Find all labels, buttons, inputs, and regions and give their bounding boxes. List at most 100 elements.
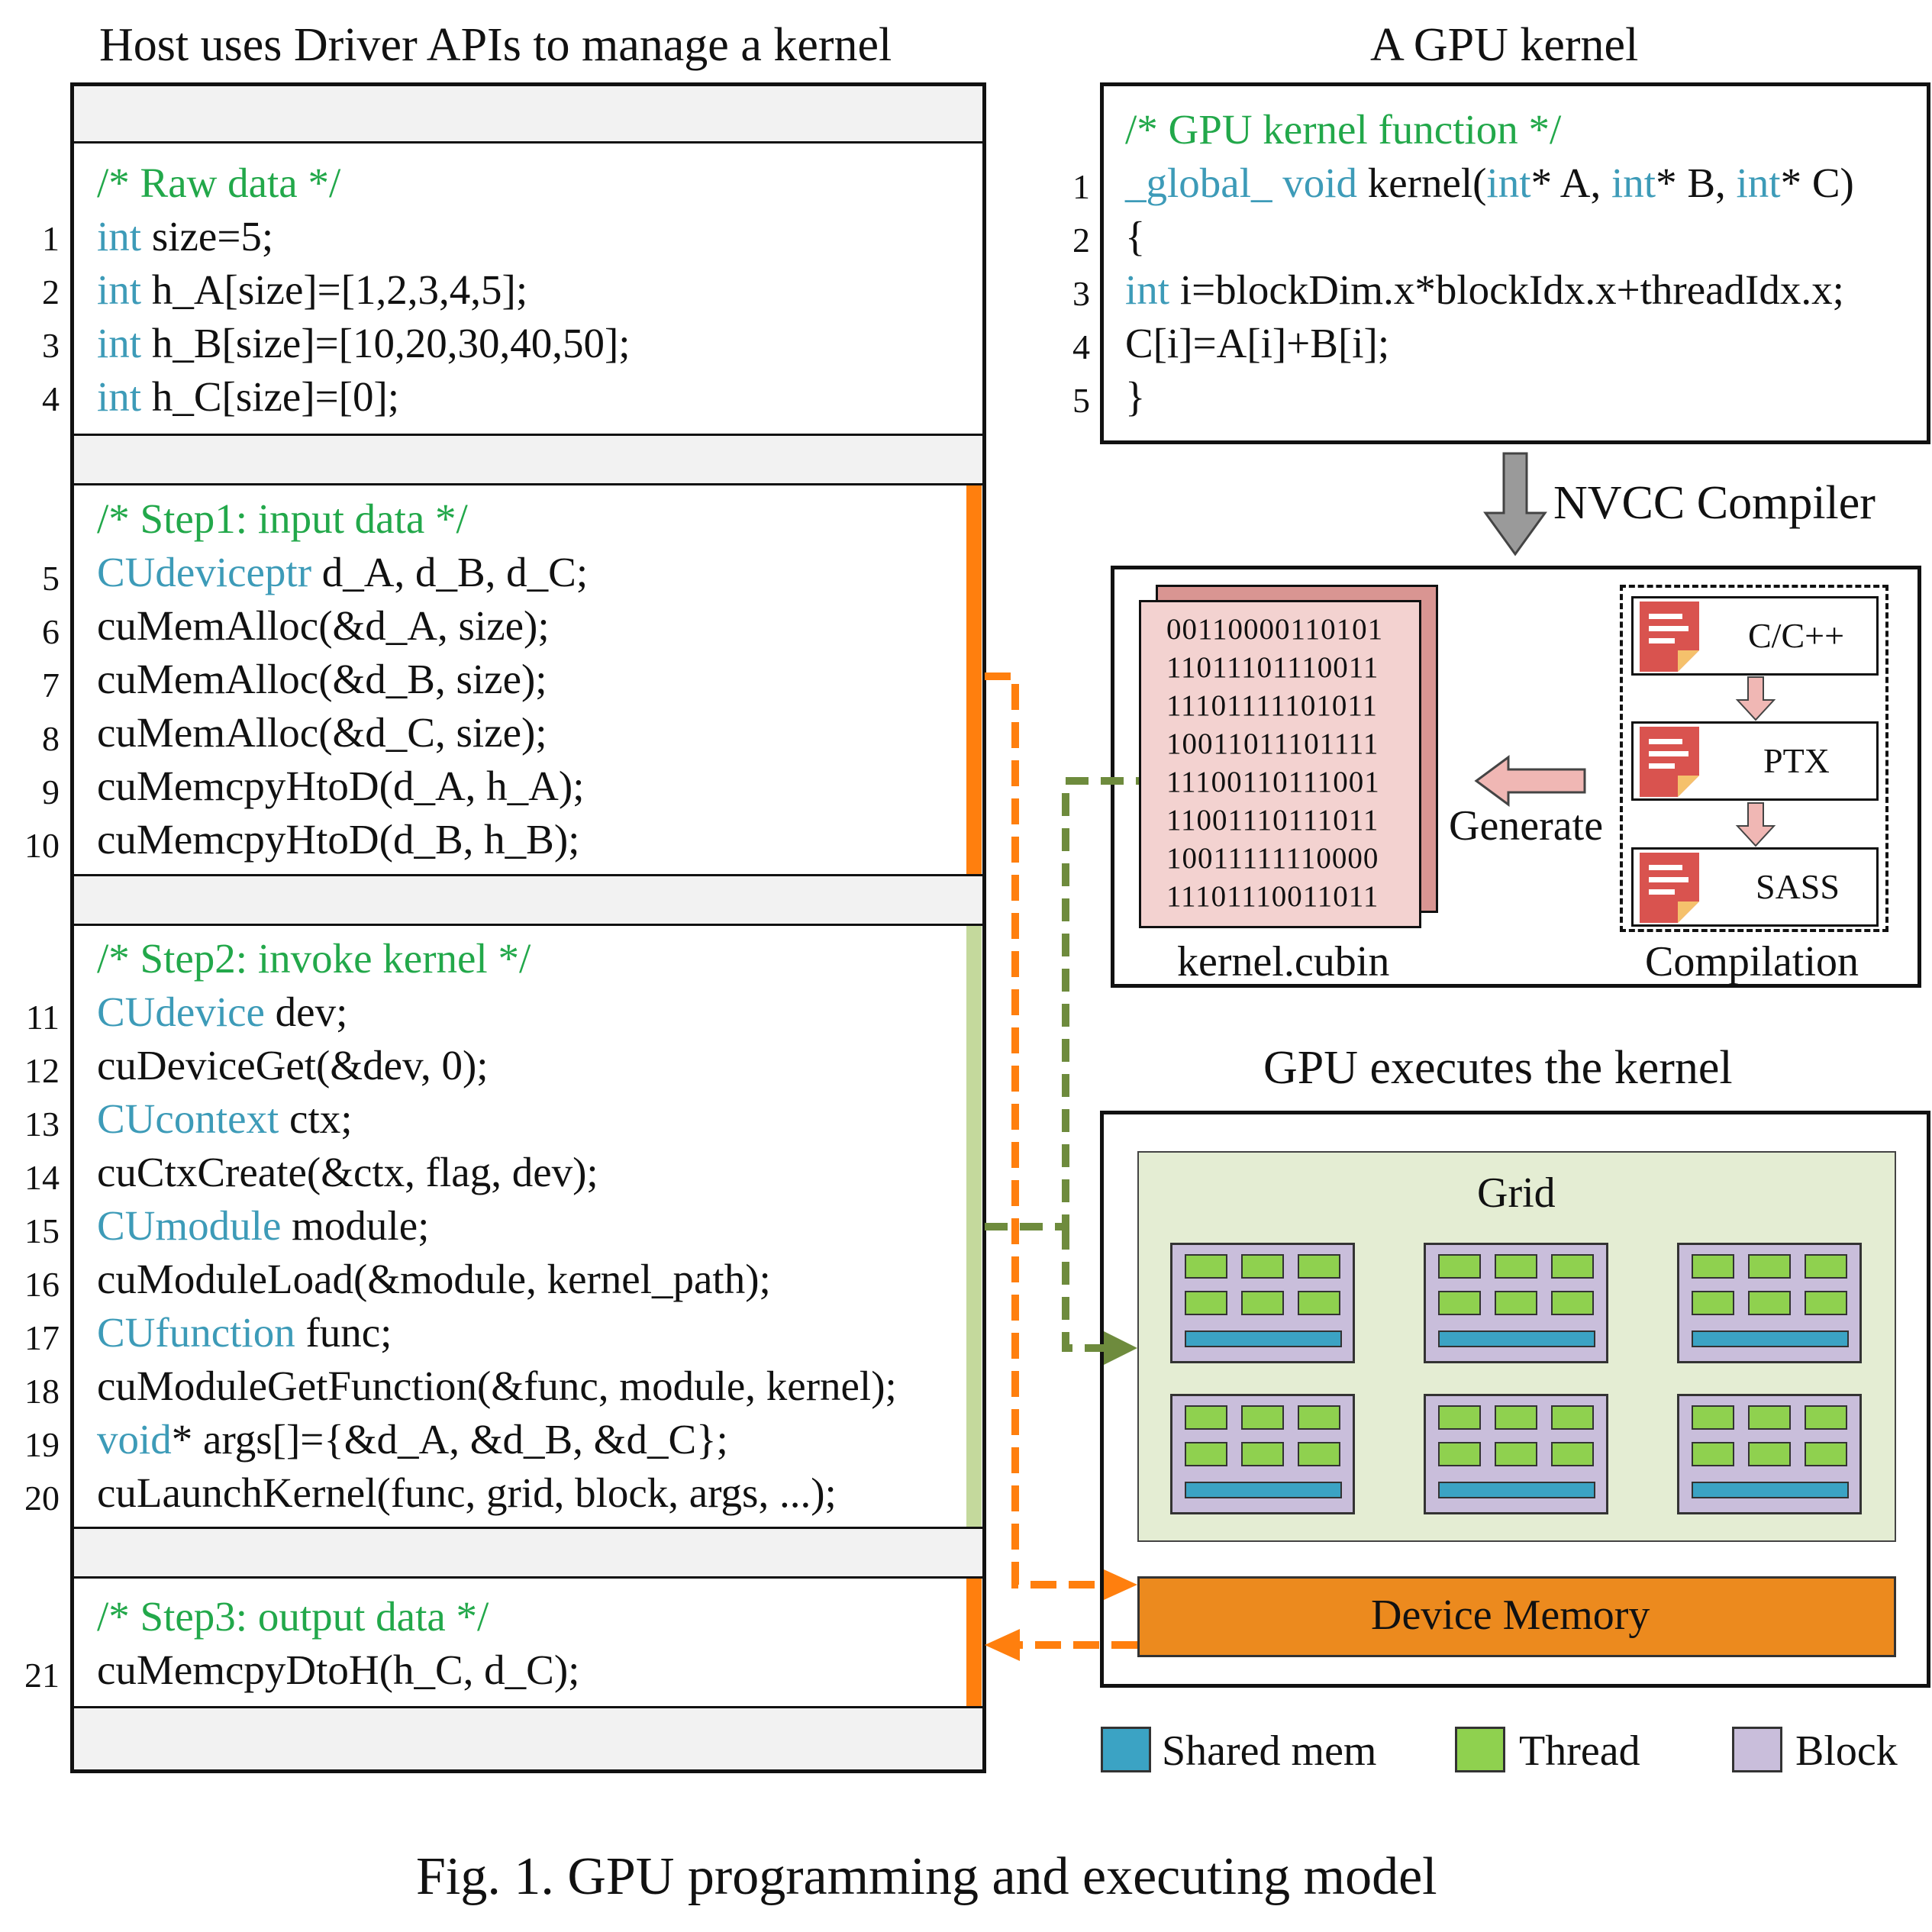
arrowhead [985, 1629, 1020, 1661]
shared-memory-bar [1438, 1330, 1595, 1347]
thread-cell [1185, 1254, 1227, 1279]
thread-cell [1438, 1291, 1481, 1315]
code-line: int h_B[size]=[10,20,30,40,50]; [97, 320, 631, 366]
thread-cell [1298, 1254, 1340, 1279]
line-number: 21 [24, 1656, 60, 1695]
step2-indicator-bar [966, 926, 982, 1527]
line-number: 3 [42, 326, 60, 365]
thread-cell [1805, 1291, 1847, 1315]
thread-block [1677, 1243, 1862, 1363]
thread-cell [1748, 1405, 1791, 1430]
legend-label: Thread [1519, 1727, 1640, 1775]
line-number: 4 [1072, 327, 1090, 366]
line-number: 2 [1072, 221, 1090, 260]
shared-memory-bar [1438, 1482, 1595, 1498]
thread-block [1424, 1394, 1608, 1514]
shared-memory-bar [1185, 1482, 1342, 1498]
code-line: CUcontext ctx; [97, 1095, 353, 1142]
step3-indicator-bar [966, 1579, 982, 1706]
line-number: 3 [1072, 274, 1090, 313]
cubin-front-page [1139, 600, 1421, 928]
arrowhead [1104, 1569, 1137, 1600]
thread-cell [1438, 1442, 1481, 1466]
legend-swatch-thread [1455, 1727, 1505, 1772]
thread-cell [1748, 1254, 1791, 1279]
document-icon [1640, 853, 1699, 923]
step1-indicator-bar [966, 485, 982, 874]
line-number: 17 [24, 1318, 60, 1357]
line-number: 19 [24, 1425, 60, 1464]
compile-flow-arrow [1735, 676, 1776, 721]
host-to-device-arrow [985, 672, 1107, 1588]
thread-cell [1241, 1405, 1284, 1430]
legend-swatch-shared-mem [1101, 1727, 1151, 1772]
kernel-line: int i=blockDim.x*blockIdx.x+threadIdx.x; [1125, 266, 1844, 313]
thread-cell [1551, 1291, 1594, 1315]
thread-cell [1551, 1405, 1594, 1430]
kernel-line: _global_ void kernel(int* A, int* B, int… [1125, 160, 1854, 206]
line-number: 15 [24, 1211, 60, 1250]
thread-cell [1748, 1442, 1791, 1466]
line-number: 6 [42, 612, 60, 651]
code-comment-step2: /* Step2: invoke kernel */ [97, 935, 531, 982]
thread-cell [1805, 1405, 1847, 1430]
generate-left-arrow [1474, 755, 1586, 807]
separator-band [74, 1706, 982, 1769]
cubin-label: kernel.cubin [1177, 938, 1390, 985]
thread-cell [1438, 1254, 1481, 1279]
thread-cell [1241, 1254, 1284, 1279]
thread-cell [1551, 1254, 1594, 1279]
thread-block [1677, 1394, 1862, 1514]
thread-cell [1185, 1291, 1227, 1315]
code-line: CUmodule module; [97, 1202, 430, 1249]
compilation-group [1620, 585, 1888, 932]
thread-cell [1692, 1405, 1734, 1430]
code-line: cuLaunchKernel(func, grid, block, args, … [97, 1469, 837, 1516]
code-line: cuDeviceGet(&dev, 0); [97, 1042, 489, 1089]
compile-step-label: PTX [1763, 741, 1830, 780]
nvcc-compiler-label: NVCC Compiler [1553, 477, 1876, 529]
host-code-panel [70, 82, 986, 1773]
code-line: cuMemcpyHtoD(d_A, h_A); [97, 763, 585, 809]
thread-block [1424, 1243, 1608, 1363]
line-number: 14 [24, 1158, 60, 1197]
cubin-binary-content: 00110000110101 11011101110011 1110111110… [1166, 613, 1384, 913]
code-line: cuModuleGetFunction(&func, module, kerne… [97, 1363, 897, 1409]
thread-cell [1692, 1291, 1734, 1315]
thread-cell [1185, 1442, 1227, 1466]
code-line: cuMemAlloc(&d_C, size); [97, 709, 547, 756]
thread-cell [1298, 1442, 1340, 1466]
kernel-code-panel [1100, 82, 1930, 444]
line-number: 2 [42, 273, 60, 311]
generate-label: Generate [1449, 802, 1604, 850]
thread-block [1170, 1394, 1355, 1514]
thread-cell [1805, 1442, 1847, 1466]
shared-memory-bar [1692, 1330, 1849, 1347]
kernel-line: C[i]=A[i]+B[i]; [1125, 320, 1390, 366]
thread-block [1170, 1243, 1355, 1363]
document-icon [1640, 727, 1699, 797]
code-line: cuMemAlloc(&d_A, size); [97, 602, 550, 649]
thread-cell [1495, 1405, 1537, 1430]
thread-cell [1495, 1254, 1537, 1279]
thread-cell [1241, 1442, 1284, 1466]
code-line: cuMemcpyHtoD(d_B, h_B); [97, 816, 580, 863]
code-line: cuModuleLoad(&module, kernel_path); [97, 1256, 771, 1302]
line-number: 1 [1072, 167, 1090, 206]
thread-cell [1298, 1291, 1340, 1315]
code-comment-step1: /* Step1: input data */ [97, 495, 468, 542]
line-number: 1 [42, 219, 60, 258]
thread-cell [1748, 1291, 1791, 1315]
grid-label: Grid [1477, 1169, 1556, 1217]
separator-band [74, 874, 982, 926]
compilation-label: Compilation [1645, 938, 1859, 985]
figure-caption: Fig. 1. GPU programming and executing mo… [416, 1847, 1437, 1906]
code-line: cuCtxCreate(&ctx, flag, dev); [97, 1149, 598, 1195]
compile-flow-arrow [1735, 802, 1776, 847]
line-number: 13 [24, 1105, 60, 1143]
legend-swatch-block [1732, 1727, 1782, 1772]
code-line: int size=5; [97, 213, 274, 260]
kernel-panel-title: A GPU kernel [1370, 19, 1639, 71]
thread-cell [1805, 1254, 1847, 1279]
